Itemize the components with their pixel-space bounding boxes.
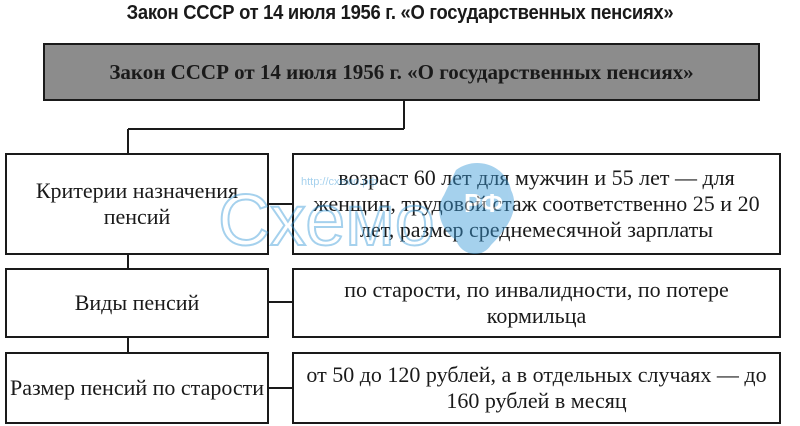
criteria-label: Критерии назначения пенсий: [35, 178, 239, 229]
size-label-box: Размер пенсий по старости: [5, 352, 269, 424]
watermark-logo: Схемо РФ http://схемо.рф: [217, 162, 515, 262]
types-label: Виды пенсий: [74, 290, 200, 315]
size-text: от 50 до 120 рублей, а в отдельных случа…: [306, 362, 767, 413]
page-title: Закон СССР от 14 июля 1956 г. «О государ…: [126, 2, 674, 24]
law-header-box: Закон СССР от 14 июля 1956 г. «О государ…: [43, 43, 760, 101]
types-text-box: по старости, по инвалидности, по потере …: [292, 268, 781, 338]
types-text: по старости, по инвалидности, по потере …: [344, 277, 729, 328]
criteria-text-box: возраст 60 лет для мужчин и 55 лет — для…: [292, 153, 781, 255]
size-text-box: от 50 до 120 рублей, а в отдельных случа…: [292, 352, 781, 424]
watermark-url: http://схемо.рф: [301, 176, 377, 188]
size-label: Размер пенсий по старости: [9, 375, 265, 400]
criteria-text: возраст 60 лет для мужчин и 55 лет — для…: [313, 165, 760, 242]
splash-shape: [439, 162, 515, 255]
watermark-brand: Схемо: [218, 181, 435, 261]
watermark-domain: РФ: [464, 188, 503, 218]
law-header-text: Закон СССР от 14 июля 1956 г. «О государ…: [109, 60, 694, 84]
types-label-box: Виды пенсий: [5, 268, 269, 338]
criteria-label-box: Критерии назначения пенсий: [5, 153, 269, 255]
